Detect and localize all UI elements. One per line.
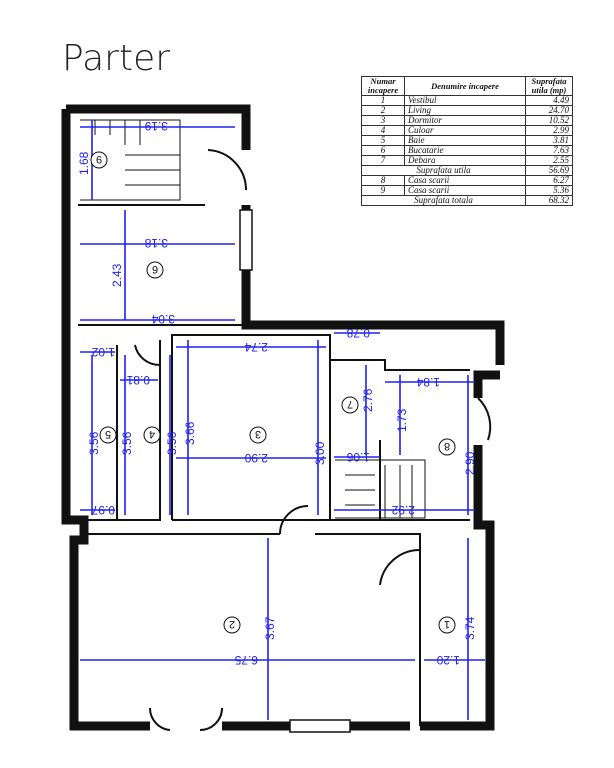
dim-r6-height: 2.43 [110, 263, 124, 287]
dim-r5-width-bottom: 0.97 [91, 503, 115, 517]
dimension-labels: 3.19 1.68 3.18 2.43 3.04 1.02 3.56 3.56 … [77, 119, 477, 667]
stairs-8 [335, 459, 426, 519]
total-area: 68.32 [525, 195, 573, 206]
dim-r9-width: 3.19 [144, 119, 168, 133]
room-area-table: Numar incapere Denumire incapere Suprafa… [361, 76, 573, 206]
dimension-lines [80, 120, 485, 720]
dim-r7-height: 2.76 [361, 388, 375, 412]
room-number-9: 9 [96, 153, 102, 165]
dim-r8-width-bottom: 2.92 [391, 503, 415, 517]
page-title: Parter [62, 38, 171, 79]
room-number-5: 5 [105, 428, 111, 440]
room-number-7: 7 [347, 398, 353, 410]
dim-r1-width: 1.20 [436, 653, 460, 667]
dim-r3-width-mid: 2.90 [244, 451, 268, 465]
dim-r7-width-mid: 1.06 [346, 450, 370, 464]
room-numbers: 9 6 5 4 3 7 8 2 1 [96, 153, 450, 630]
dim-r4-height: 3.56 [165, 431, 179, 455]
header-area: Suprafata utila (mp) [525, 76, 573, 96]
dim-r1-height: 3.74 [463, 616, 477, 640]
dim-r2-height: 3.67 [263, 616, 277, 640]
stairs-9 [80, 119, 181, 201]
dim-r7-height-2: 1.73 [395, 408, 409, 432]
table-header: Numar incapere Denumire incapere Suprafa… [361, 76, 573, 96]
dim-r3-height-right: 3.00 [313, 441, 327, 465]
dim-r6-width-bottom: 3.04 [151, 312, 175, 326]
dim-r4-width: 0.81 [126, 373, 150, 387]
dim-r5-height-1: 3.56 [87, 431, 101, 455]
dim-r8-height: 2.90 [463, 451, 477, 475]
room-markers [90, 151, 456, 634]
dim-r5-width-top: 1.02 [91, 345, 115, 359]
dim-r3-height-left: 3.66 [183, 421, 197, 445]
dim-r6-width-top: 3.18 [144, 236, 168, 250]
dim-r7-width-top: 0.78 [346, 326, 370, 340]
dim-r8-width-top: 1.84 [416, 375, 440, 389]
walls [61, 104, 505, 733]
room-number-6: 6 [152, 263, 158, 275]
dim-r9-height: 1.68 [77, 151, 91, 175]
dim-r2-width: 6.75 [234, 653, 258, 667]
room-number-3: 3 [255, 428, 261, 440]
dim-r5-height-2: 3.56 [120, 431, 134, 455]
room-number-2: 2 [229, 618, 235, 630]
room-number-8: 8 [444, 440, 450, 452]
room-number-4: 4 [149, 428, 155, 440]
room-number-1: 1 [444, 618, 450, 630]
dim-r3-width-top: 2.74 [244, 340, 268, 354]
